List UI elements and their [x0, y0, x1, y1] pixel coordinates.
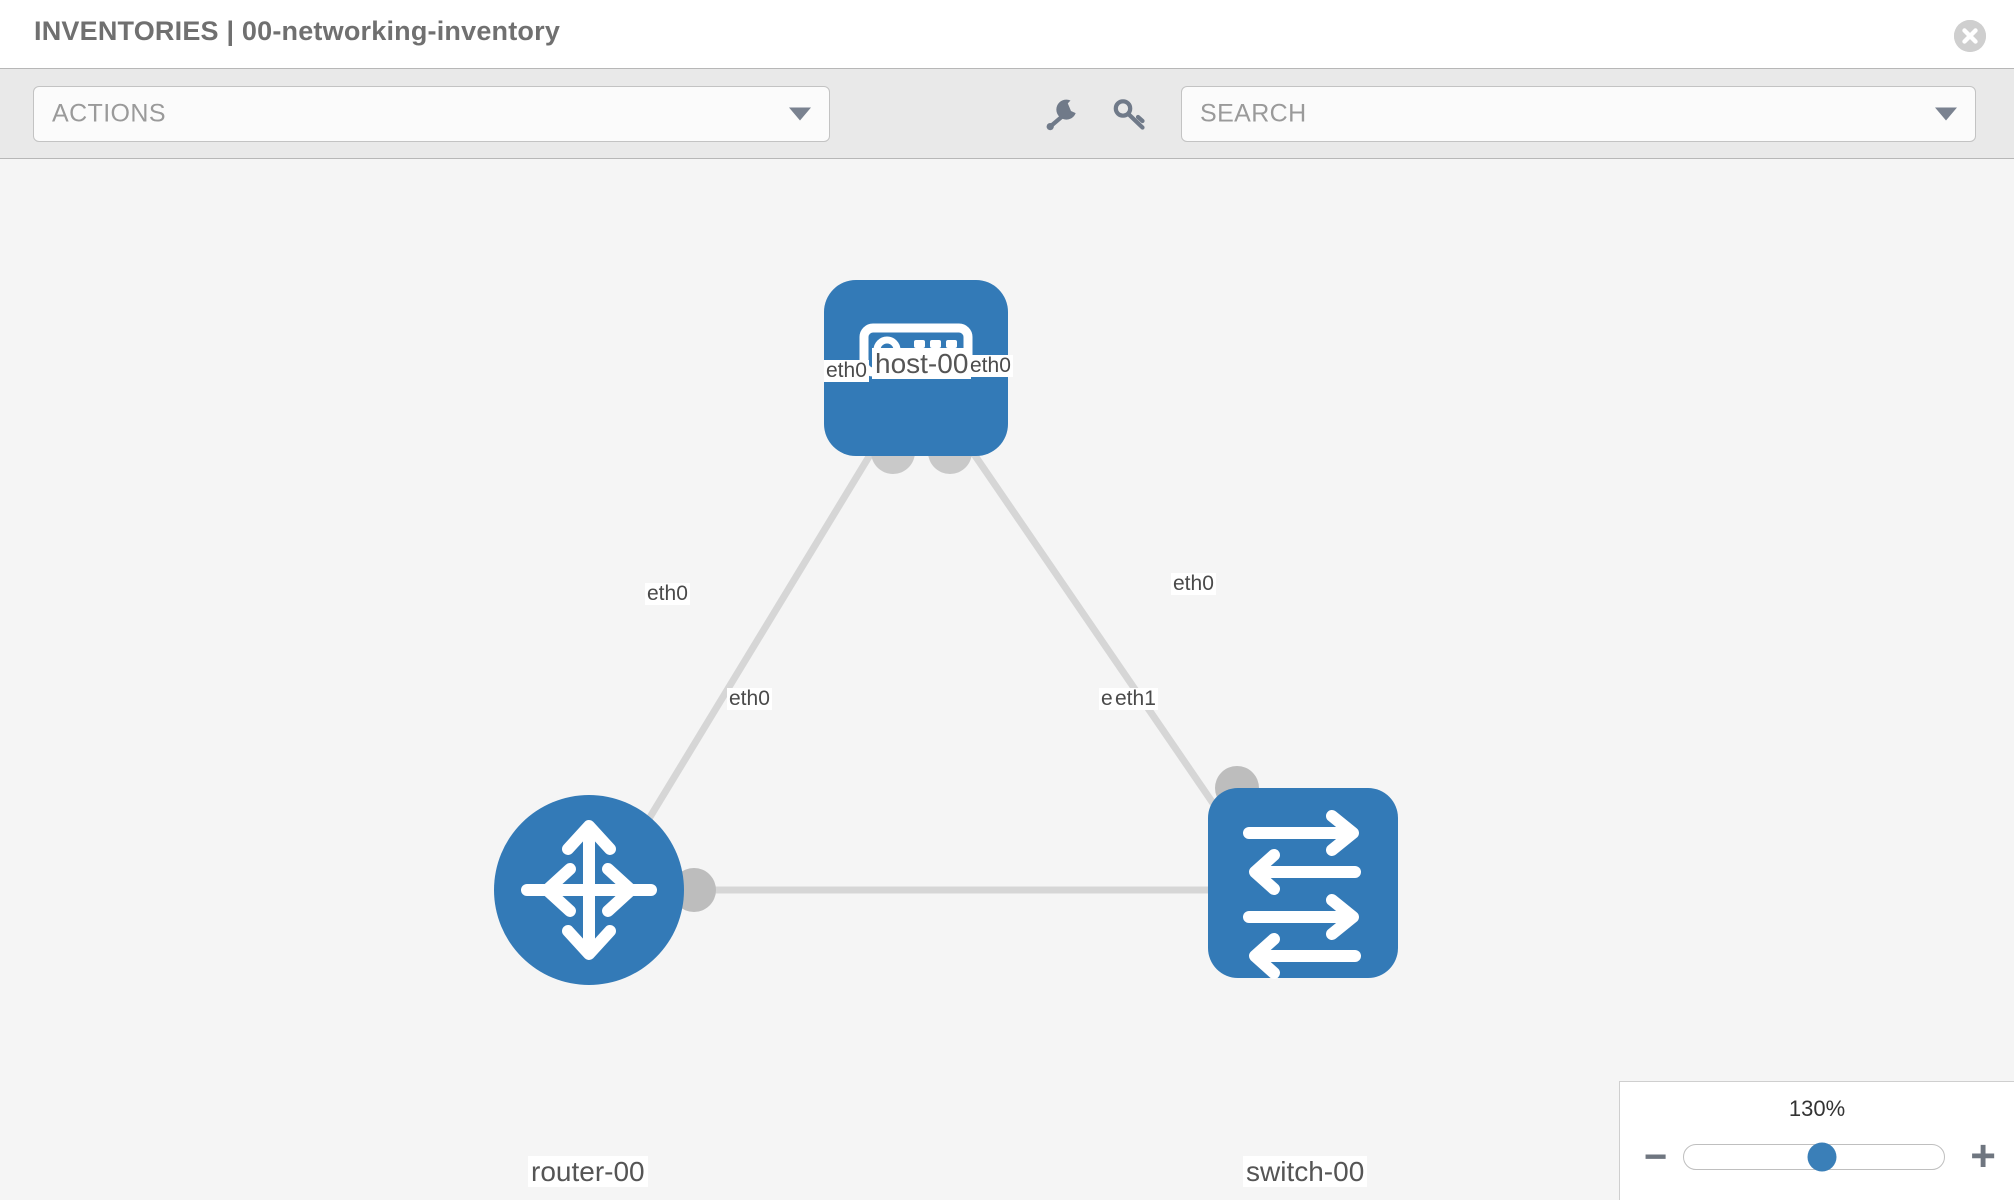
- zoom-slider-thumb[interactable]: [1807, 1142, 1837, 1172]
- chevron-down-icon: [789, 107, 811, 121]
- topology-links: [627, 420, 1248, 894]
- topology-graph: [494, 280, 1398, 985]
- actions-dropdown[interactable]: ACTIONS: [33, 86, 830, 142]
- toolbar: ACTIONS SEARCH: [0, 69, 2014, 159]
- node-switch-00[interactable]: [1208, 788, 1398, 979]
- node-label-host-00: host-00: [872, 348, 972, 380]
- wrench-icon[interactable]: [1040, 94, 1084, 134]
- port-label: eth0: [1171, 572, 1216, 596]
- node-label-switch-00: switch-00: [1243, 1156, 1368, 1188]
- search-input-value: SEARCH: [1200, 99, 1307, 128]
- port-label: eth0: [727, 687, 772, 711]
- topology-canvas[interactable]: host-00 router-00 switch-00 eth0 eth0 et…: [0, 160, 2014, 1200]
- minus-icon[interactable]: −: [1644, 1135, 1668, 1179]
- zoom-control-panel: 130% − +: [1619, 1081, 2014, 1200]
- actions-dropdown-label: ACTIONS: [52, 99, 166, 128]
- link-host-router: [627, 420, 893, 852]
- key-icon[interactable]: [1108, 94, 1152, 134]
- search-input[interactable]: SEARCH: [1181, 86, 1976, 142]
- plus-icon[interactable]: +: [1970, 1131, 1996, 1181]
- port-label: eth1: [1113, 687, 1158, 711]
- page-title: INVENTORIES | 00-networking-inventory: [34, 16, 561, 46]
- chevron-down-icon: [1935, 107, 1957, 121]
- port-label: eth0: [824, 359, 869, 383]
- port-label: eth0: [645, 582, 690, 606]
- topology-connectors: [672, 422, 1262, 912]
- switch-arrows-icon: [1243, 810, 1361, 979]
- close-icon[interactable]: [1954, 20, 1986, 52]
- port-label: eth0: [968, 354, 1013, 378]
- node-label-router-00: router-00: [528, 1156, 648, 1188]
- zoom-level-value: 130%: [1788, 1096, 1846, 1121]
- four-arrows-icon: [521, 820, 657, 960]
- link-host-switch: [949, 420, 1248, 852]
- zoom-slider[interactable]: [1683, 1142, 1945, 1172]
- connector-nub: [928, 452, 972, 474]
- window-header: INVENTORIES | 00-networking-inventory: [0, 0, 2014, 69]
- connector-nub: [871, 452, 915, 474]
- node-router-00[interactable]: [494, 795, 684, 985]
